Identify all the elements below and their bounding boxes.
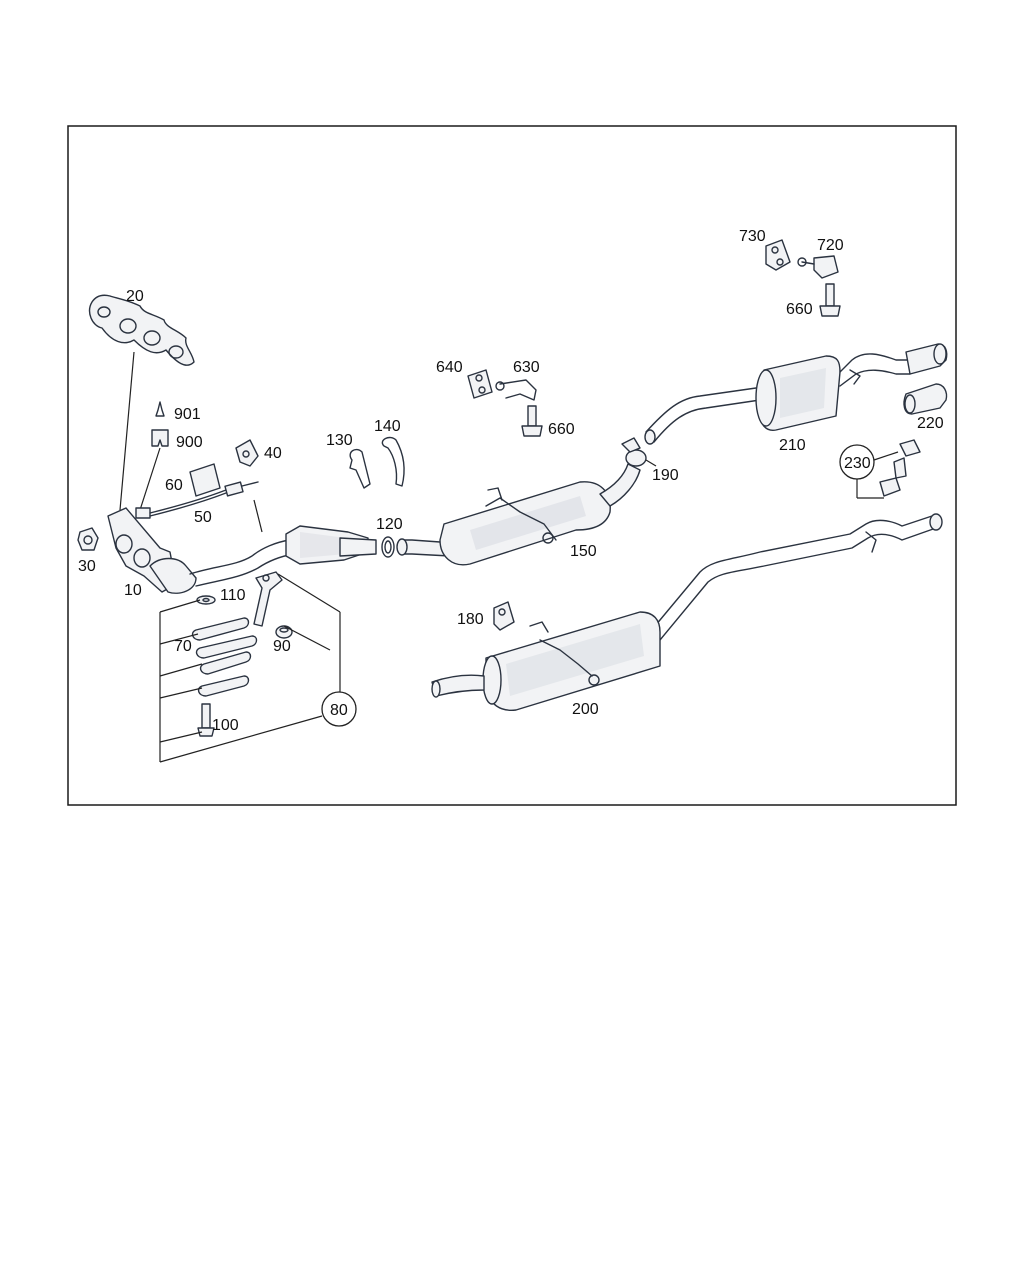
- rear-muffler-icon: [755, 353, 911, 431]
- part-901-label: 901: [174, 406, 201, 423]
- diagram-frame: [67, 125, 957, 806]
- bolt-set-icon: [879, 439, 921, 497]
- nut-icon: [77, 527, 99, 551]
- clamp-right-icon: [381, 436, 405, 487]
- part-120-label: 120: [376, 516, 403, 533]
- part-130-label: 130: [326, 432, 353, 449]
- part-640-label: 640: [436, 359, 463, 376]
- hanger-bracket-icon: [495, 379, 537, 401]
- bracket-clip-icon: [235, 439, 259, 467]
- ref-80-leader-lines: [159, 573, 341, 763]
- part-50-label: 50: [194, 509, 212, 526]
- part-190-label: 190: [652, 467, 679, 484]
- part-630-label: 630: [513, 359, 540, 376]
- pipe-clamp-icon: [621, 437, 647, 467]
- part-150-label: 150: [570, 543, 597, 560]
- heat-shield-icon: [189, 463, 221, 497]
- part-720-label: 720: [817, 237, 844, 254]
- part-900-label: 900: [176, 434, 203, 451]
- part-80-label: 80: [330, 702, 348, 719]
- center-muffler-icon: [396, 463, 641, 566]
- screw-icon: [197, 703, 215, 737]
- strap-bracket-icon: [191, 617, 258, 697]
- upper-rubber-hanger-icon: [765, 239, 791, 271]
- hanger-clip-icon: [797, 255, 839, 279]
- bolt-icon: [521, 405, 543, 437]
- part-230-label: 230: [844, 455, 871, 472]
- tailpipe-upper-icon: [905, 343, 948, 375]
- lower-muffler-icon: [431, 611, 661, 711]
- part-30-label: 30: [78, 558, 96, 575]
- part-200-label: 200: [572, 701, 599, 718]
- part-180-label: 180: [457, 611, 484, 628]
- rear-rubber-hanger-icon: [493, 601, 515, 631]
- part-10-label: 10: [124, 582, 142, 599]
- part-90-label: 90: [273, 638, 291, 655]
- catalytic-converter-icon: [285, 525, 377, 565]
- part-220-label: 220: [917, 415, 944, 432]
- mounting-bracket-icon: [253, 571, 283, 627]
- part-70-label: 70: [174, 638, 192, 655]
- ref-80-circle: [321, 691, 357, 727]
- rear-pipe-lower-icon: [649, 513, 943, 641]
- part-100-label: 100: [212, 717, 239, 734]
- manifold-gasket-icon: [88, 294, 195, 366]
- washer-icon: [196, 595, 216, 605]
- part-40-label: 40: [264, 445, 282, 462]
- rubber-hanger-icon: [467, 369, 493, 399]
- upper-bolt-icon: [819, 283, 841, 317]
- sensor-cap-icon: [151, 401, 169, 447]
- clamp-left-icon: [349, 448, 371, 489]
- part-730-label: 730: [739, 228, 766, 245]
- tailpipe-tip-icon: [903, 383, 948, 415]
- exhaust-manifold-icon: [107, 507, 197, 594]
- rear-pipe-upper-icon: [644, 387, 761, 445]
- part-660-upper-label: 660: [786, 301, 813, 318]
- gasket-ring-icon: [381, 536, 395, 558]
- part-20-label: 20: [126, 288, 144, 305]
- part-140-label: 140: [374, 418, 401, 435]
- rubber-mount-icon: [275, 625, 293, 639]
- part-110-label: 110: [220, 587, 246, 604]
- front-pipe-icon: [189, 539, 295, 587]
- oxygen-sensor-icon: [135, 481, 259, 519]
- part-210-label: 210: [779, 437, 806, 454]
- part-660-label: 660: [548, 421, 575, 438]
- part-60-label: 60: [165, 477, 183, 494]
